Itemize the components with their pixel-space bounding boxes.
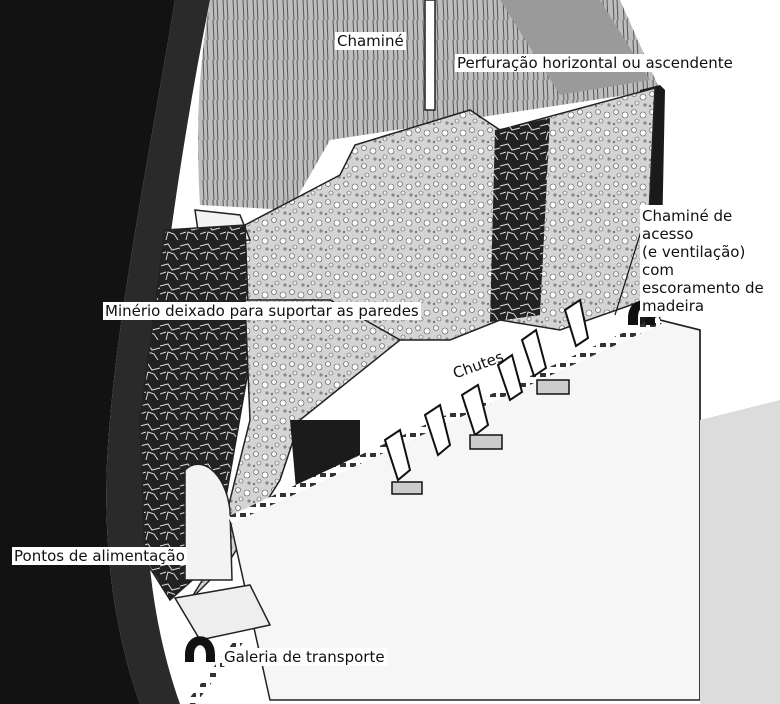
label-access-chimney-line-3: escoramento de <box>642 279 778 297</box>
label-access-chimney-line-2: (e ventilação) com <box>642 243 778 279</box>
label-access-chimney-line-1: Chaminé de acesso <box>642 207 778 243</box>
label-drilling: Perfuração horizontal ou ascendente <box>455 54 735 72</box>
label-ore-pillar: Minério deixado para suportar as paredes <box>103 302 421 320</box>
label-access-chimney: Chaminé de acesso (e ventilação) com esc… <box>640 205 780 317</box>
label-haulage: Galeria de transporte <box>222 648 387 666</box>
label-feed-points: Pontos de alimentação <box>12 547 187 565</box>
label-access-chimney-line-4: madeira <box>642 297 778 315</box>
floor-right <box>700 400 780 704</box>
haulage-arch <box>185 636 215 662</box>
label-chimney: Chaminé <box>335 32 406 50</box>
